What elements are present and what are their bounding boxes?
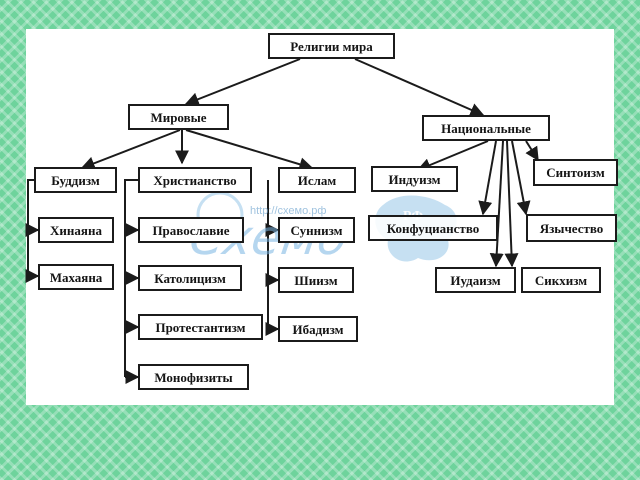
- catholicism-box: Католицизм: [138, 265, 242, 291]
- mahayana-box: Махаяна: [38, 264, 114, 290]
- shintoism-box: Синтоизм: [533, 159, 618, 186]
- sikhism-box: Сикхизм: [521, 267, 601, 293]
- national-religions-box: Национальные: [422, 115, 550, 141]
- hinduism-box: Индуизм: [371, 166, 458, 192]
- watermark-url: http://схемо.рф: [250, 205, 327, 217]
- shiism-box: Шиизм: [278, 267, 354, 293]
- hinayana-box: Хинаяна: [38, 217, 114, 243]
- judaism-box: Иудаизм: [435, 267, 516, 293]
- world-religions-box: Мировые: [128, 104, 229, 130]
- title-box: Религии мира: [268, 33, 395, 59]
- orthodoxy-box: Православие: [138, 217, 244, 243]
- protestantism-box: Протестантизм: [138, 314, 263, 340]
- christianity-box: Христианство: [138, 167, 252, 193]
- paganism-box: Язычество: [526, 214, 617, 242]
- monophysites-box: Монофизиты: [138, 364, 249, 390]
- confucianism-box: Конфуцианство: [368, 215, 498, 241]
- sunnism-box: Суннизм: [278, 217, 355, 243]
- islam-box: Ислам: [278, 167, 356, 193]
- ibadism-box: Ибадизм: [278, 316, 358, 342]
- buddhism-box: Буддизм: [34, 167, 117, 193]
